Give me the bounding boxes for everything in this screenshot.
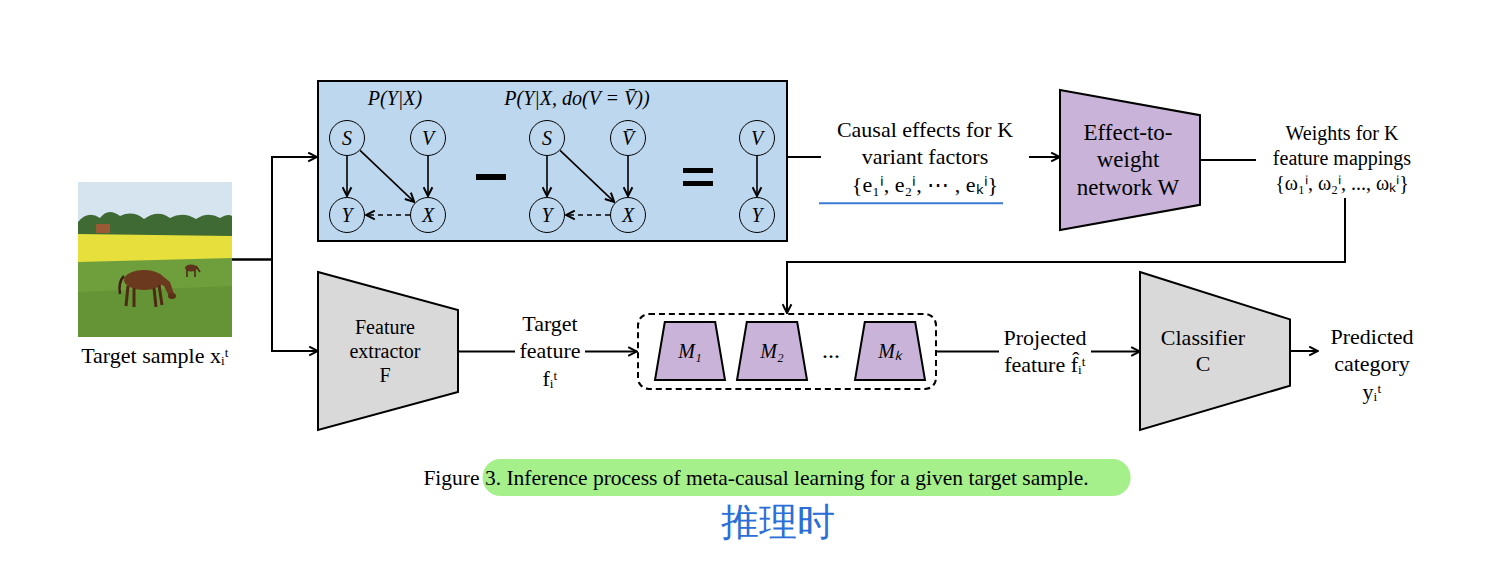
horse-tail [120,276,125,294]
connector-arrow [560,150,614,202]
connector-arrow [756,156,758,196]
variable-circle: V [410,120,446,156]
equals-sign-bottom [683,181,713,186]
panel-fill [318,81,787,241]
node-text: M₂ [760,339,784,363]
minus-sign [476,174,506,180]
feature-mapping: M₁ [655,322,725,380]
causal-graph-panel: P(Y|X) P(Y|X, do(V = V̄)) S V Y X S V̄ Y X V Y [317,80,788,242]
connector-arrow [546,156,548,196]
feature-mapping: Mₖ [855,322,925,380]
variable-circle: V [739,120,775,156]
horse [120,270,177,307]
node-text: Classifier C [1161,325,1245,378]
connector-arrow [566,214,610,216]
connector-arrow [232,157,317,260]
trapezoid-shape [318,272,458,430]
variable-letter: X [622,203,634,227]
variable-circle: Y [329,197,365,233]
feature-mapping-group: ... M₁ M₂ Mₖ [637,313,937,390]
small-horse-legs [187,266,200,277]
connector-arrow [360,150,414,202]
equals-sign-top [683,168,713,173]
sky [78,182,232,337]
trapezoid-shape [1060,90,1200,230]
classifier: Classifier C [1140,272,1290,430]
connector-arrow [346,156,348,196]
feature-mapping: M₂ [737,322,807,380]
variable-letter: S [542,126,552,150]
node-text: Feature extractor F [349,315,420,387]
trees [78,212,232,238]
effect-to-weight-network: Effect-to-weight network W [1060,90,1200,230]
variable-circle: Y [529,197,565,233]
house [96,224,110,233]
feature-extractor: Feature extractor F [318,272,458,430]
probability-formula: P(Y|X, do(V = V̄)) [504,86,649,110]
node-text: M₁ [678,339,702,363]
variable-circle: Y [739,197,775,233]
output-label: Predicted category yᵢᵗ [1330,323,1413,406]
variable-letter: V̄ [622,126,634,150]
variable-letter: X [422,203,434,227]
dynamic-decoration [318,81,1131,496]
edge-label: Target feature fᵢᵗ [515,308,584,395]
blue-underline [819,202,1003,204]
trapezoid-shape [737,322,807,380]
variable-letter: Y [341,203,352,227]
output-arrow [1291,350,1318,352]
edge-label: Projected feature f̂ᵢᵗ [999,322,1090,381]
trapezoid-outline [1140,272,1290,430]
edge-label: Causal effects for K variant factors {e₁… [821,114,1029,201]
variable-circle: S [329,120,365,156]
trapezoid-shape [655,322,725,380]
grass-shade [78,286,232,337]
horse-head [168,293,176,299]
node-text: Target sample xᵢᵗ [81,343,229,369]
variable-circle: X [610,197,646,233]
horse-photo [78,182,232,337]
target-sample: Target sample xᵢᵗ [78,182,232,337]
connector-arrow [427,156,429,196]
figure-caption: Figure 3. Inference process of meta-caus… [423,466,1088,491]
probability-formula: P(Y|X) [368,86,422,110]
handwritten-note: 推理时 [721,499,835,547]
node-text: Mₖ [878,339,902,363]
trapezoid-shape [1140,272,1290,430]
variable-letter: V [751,126,763,150]
variable-letter: Y [541,203,552,227]
variable-letter: V [422,126,434,150]
grass [78,258,232,337]
variable-letter: S [342,126,352,150]
node-text: Effect-to-weight network W [1072,119,1184,202]
node-text: ... [822,336,840,365]
variable-circle: S [529,120,565,156]
connector-arrow [232,260,318,352]
variable-letter: Y [751,203,762,227]
edge-label: Weights for K feature mappings {ω₁ⁱ, ω₂ⁱ… [1256,119,1429,198]
horse-legs [126,285,162,307]
small-horse [185,265,200,278]
variable-circle: X [410,197,446,233]
connector-arrow [627,156,629,196]
trapezoid-shape [855,322,925,380]
variable-circle: V̄ [610,120,646,156]
connector-arrow [366,214,410,216]
